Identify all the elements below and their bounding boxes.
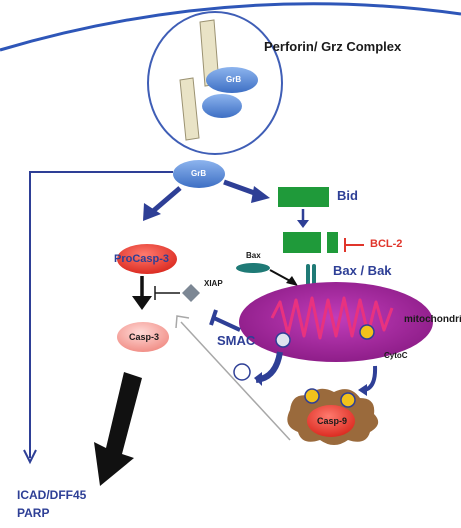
casp3-label: Casp-3 <box>129 332 160 342</box>
tbid-fragment-small <box>327 232 338 253</box>
procasp3-protein <box>117 244 177 274</box>
perforin-pore-segment-lower <box>179 77 200 141</box>
grb-vesicle-blob <box>206 67 258 93</box>
grb-vesicle-label: GrB <box>226 75 242 84</box>
smac-inhibits-xiap <box>213 316 241 332</box>
arrow-casp9-to-casp3 <box>180 321 291 441</box>
parp-label: PARP <box>17 506 50 520</box>
bax-protein <box>236 263 270 273</box>
perforin-complex-label: Perforin/ Grz Complex <box>264 39 402 54</box>
smac-released <box>233 363 251 381</box>
casp9-protein <box>307 405 355 437</box>
smac-label: SMAC <box>217 333 256 348</box>
icad-label: ICAD/DFF45 <box>17 488 87 502</box>
casp9-label: Casp-9 <box>317 416 348 426</box>
bid-protein <box>278 187 329 207</box>
cell-membrane <box>0 2 461 52</box>
arrow-casp3-to-substrates <box>94 372 142 486</box>
bid-label: Bid <box>337 188 358 203</box>
arrow-grb-to-icad <box>29 171 173 458</box>
grb-cytosol-label: GrB <box>191 169 207 178</box>
mitochondria-label: mitochondria <box>404 315 461 325</box>
cytoc-label: CytoC <box>384 351 408 360</box>
mitochondrion-cristae <box>270 296 394 340</box>
cytoc-on-apoptosome <box>304 388 320 404</box>
bcl2-label: BCL-2 <box>370 238 403 250</box>
tbid-fragment-large <box>283 232 321 253</box>
casp3-protein <box>117 322 169 352</box>
bax-label: Bax <box>246 251 261 260</box>
procasp3-label: ProCasp-3 <box>114 253 170 265</box>
smac-molecule-in-mito <box>275 332 291 348</box>
arrow-grb-to-procasp3 <box>150 186 182 214</box>
grb-cytosol-blob <box>173 160 225 188</box>
cytoc-molecule-in-mito <box>359 324 375 340</box>
grb-vesicle-blob-2 <box>202 94 242 118</box>
cytoc-on-apoptosome-2 <box>340 392 356 408</box>
arrow-bax-to-pore <box>269 269 293 283</box>
bax-bak-label: Bax / Bak <box>333 263 392 278</box>
xiap-protein <box>182 284 200 302</box>
xiap-label: XIAP <box>204 279 223 288</box>
